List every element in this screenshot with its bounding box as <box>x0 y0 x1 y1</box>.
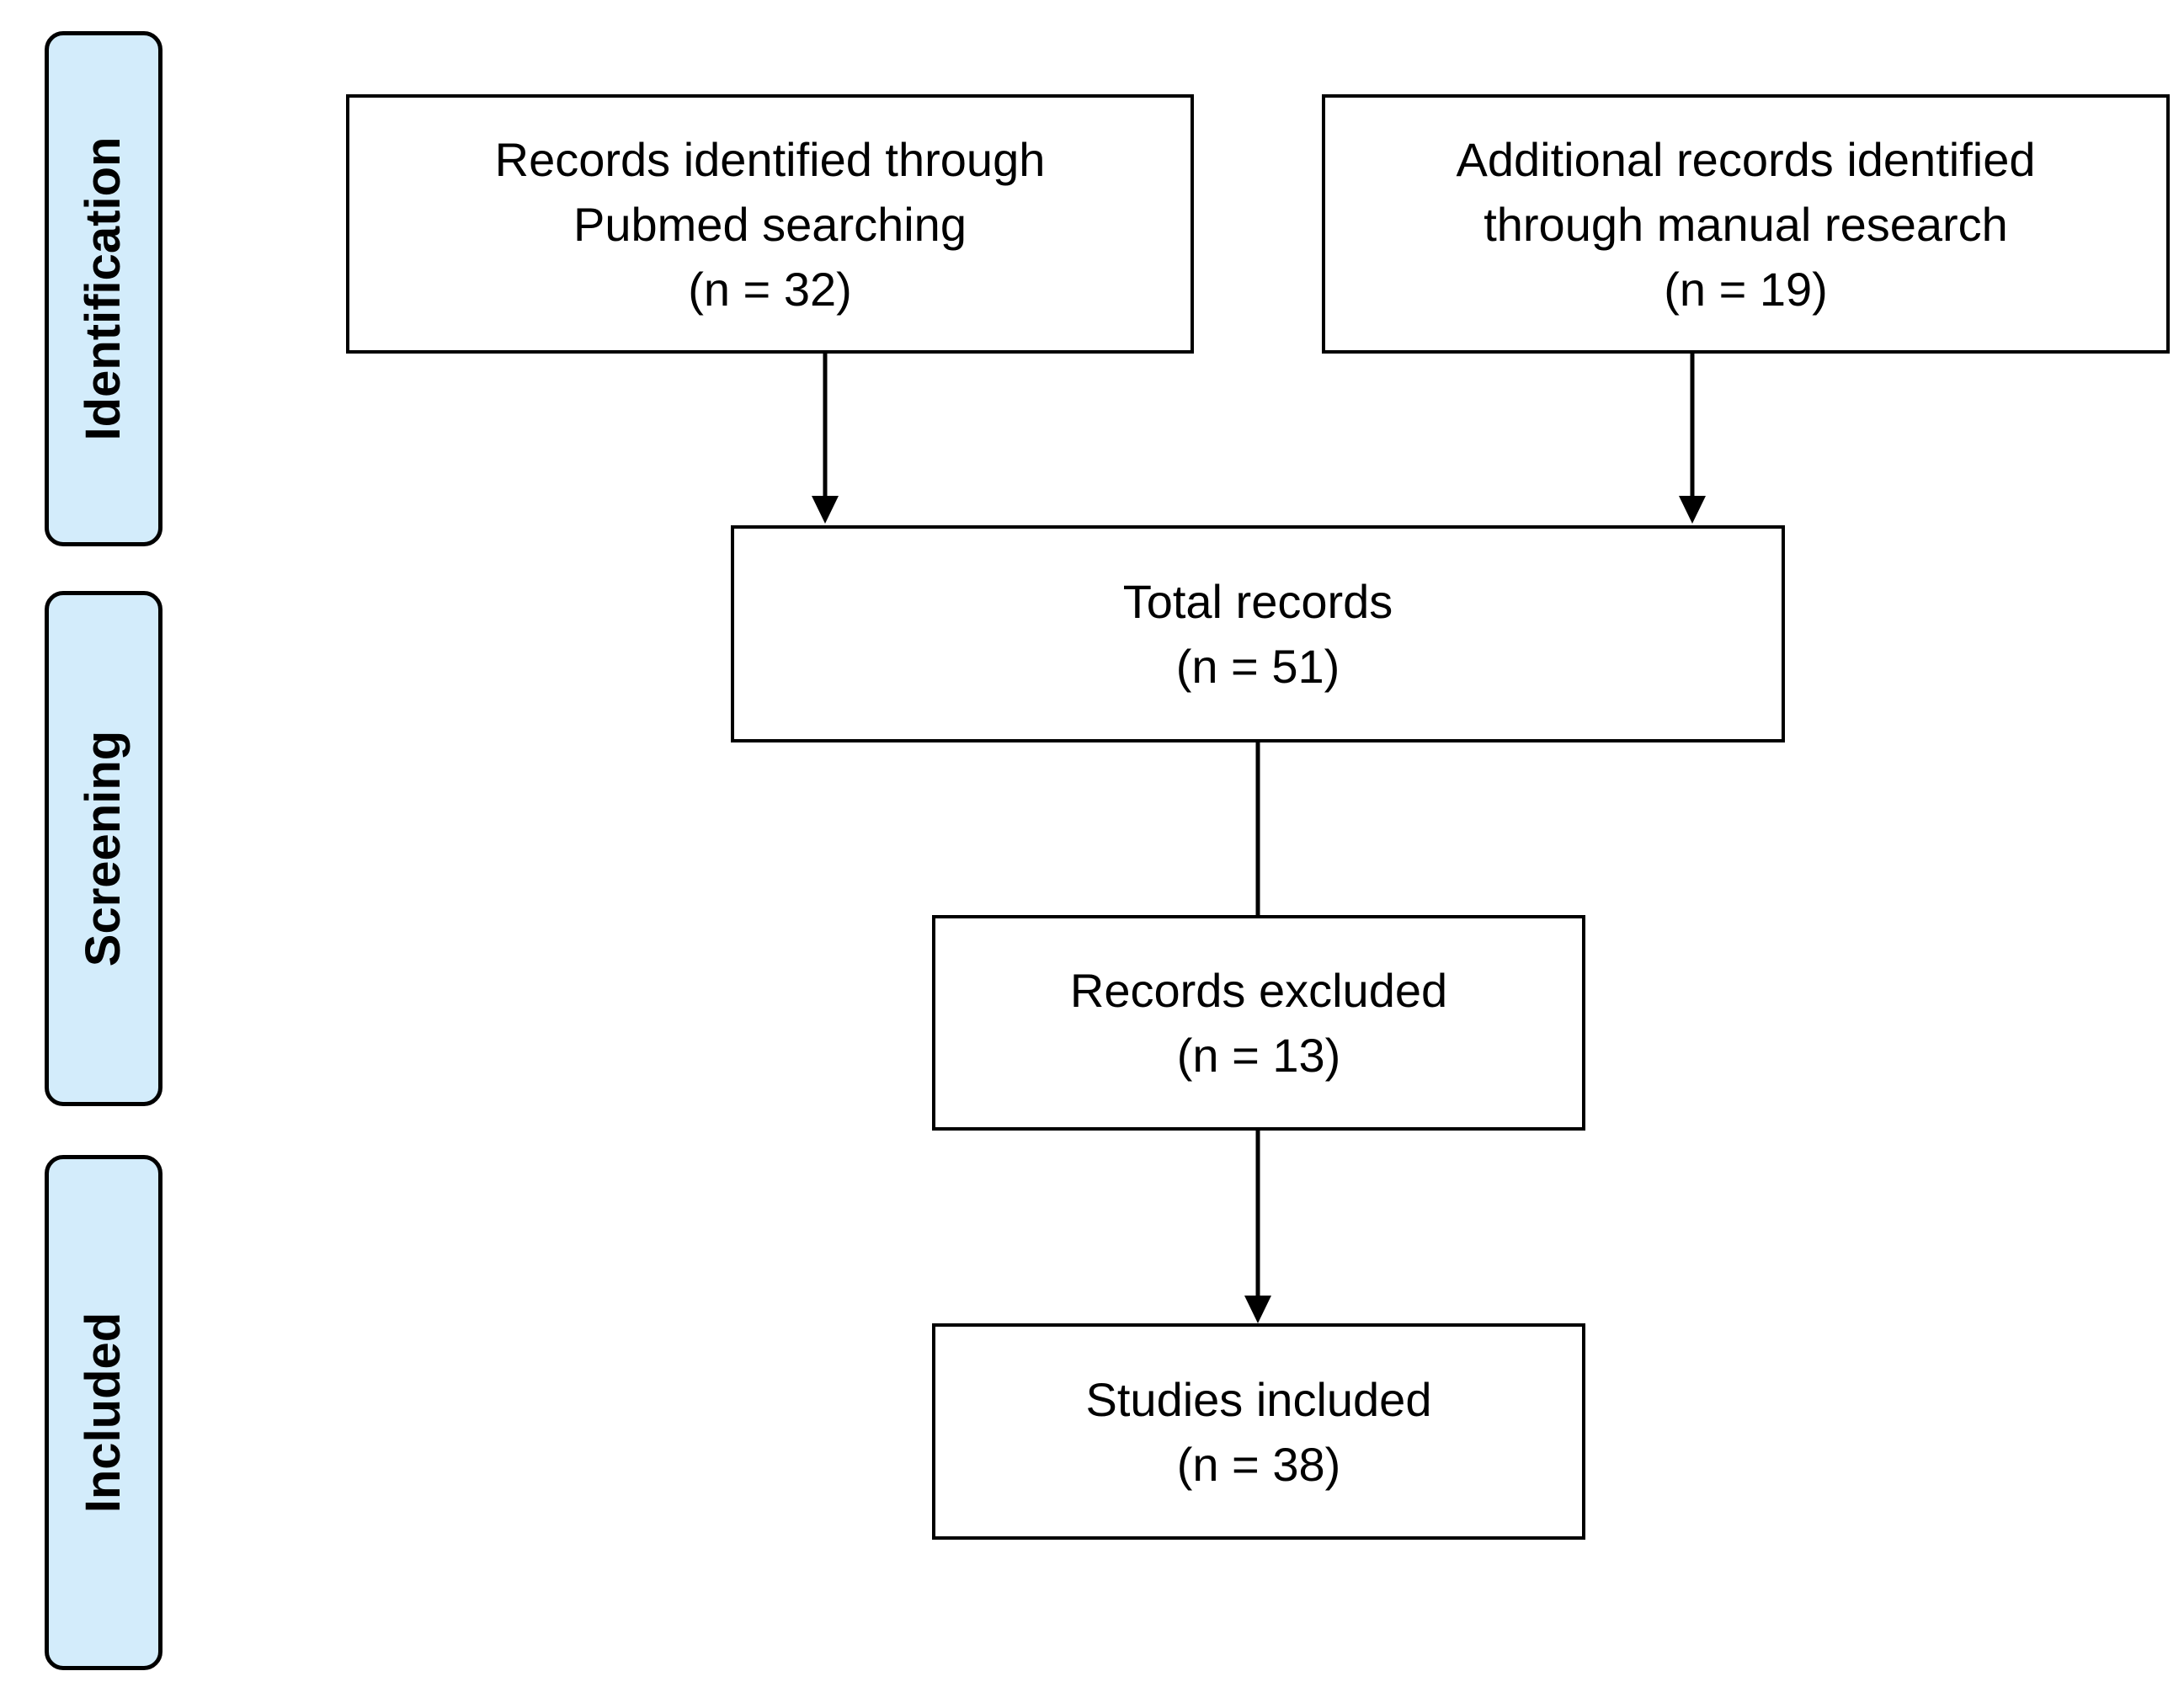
stage-tab-screening: Screening <box>45 591 162 1106</box>
box-manual-line1: Additional records identified <box>1456 132 2036 186</box>
box-pubmed-line2: Pubmed searching <box>573 197 967 251</box>
box-studies-included: Studies included (n = 38) <box>932 1323 1585 1540</box>
box-records-excluded: Records excluded (n = 13) <box>932 915 1585 1131</box>
box-pubmed-count: (n = 32) <box>688 262 852 316</box>
arrowhead-excluded-to-included <box>1244 1296 1271 1323</box>
box-pubmed-records: Records identified through Pubmed search… <box>346 94 1194 354</box>
box-pubmed-line1: Records identified through <box>494 132 1046 186</box>
box-manual-line2: through manual research <box>1484 197 2008 251</box>
arrowhead-manual-to-total <box>1679 496 1706 524</box>
box-total-count: (n = 51) <box>1175 640 1340 693</box>
box-excluded-count: (n = 13) <box>1176 1029 1341 1082</box>
box-manual-records: Additional records identified through ma… <box>1322 94 2170 354</box>
box-included-line1: Studies included <box>1085 1372 1432 1426</box>
stage-tab-included: Included <box>45 1155 162 1670</box>
stage-tab-identification: Identification <box>45 31 162 546</box>
box-total-line1: Total records <box>1122 575 1393 628</box>
box-excluded-line1: Records excluded <box>1069 964 1448 1017</box>
box-included-count: (n = 38) <box>1176 1437 1341 1491</box>
arrowhead-pubmed-to-total <box>812 496 839 524</box>
box-manual-count: (n = 19) <box>1664 262 1828 316</box>
box-total-records: Total records (n = 51) <box>731 525 1785 742</box>
